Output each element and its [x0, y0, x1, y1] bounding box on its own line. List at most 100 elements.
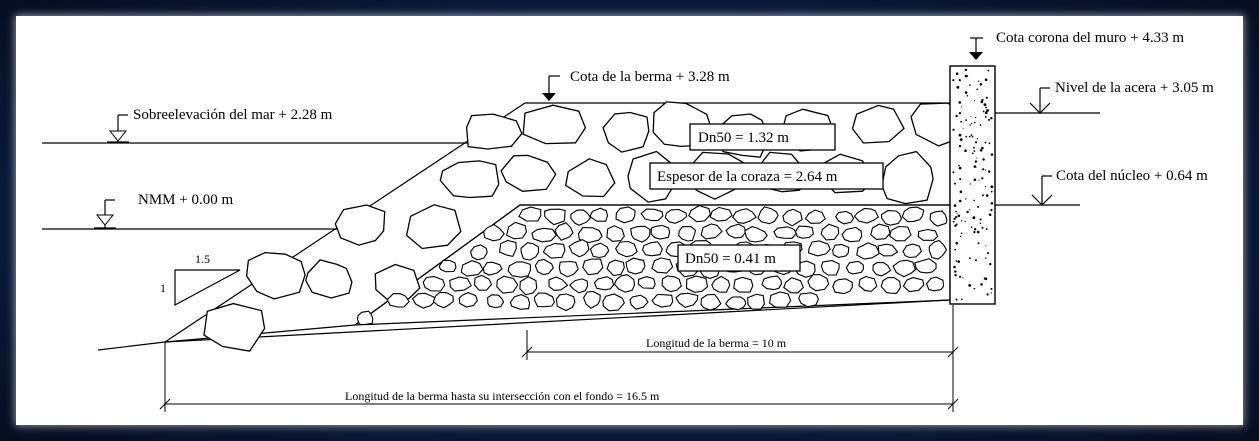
core-rock	[928, 239, 948, 260]
concrete-speck	[985, 96, 988, 99]
core-rock	[782, 208, 803, 227]
core-rock	[733, 276, 754, 293]
concrete-speck	[975, 141, 978, 144]
concrete-speck	[973, 121, 976, 124]
concrete-speck	[954, 274, 957, 277]
concrete-speck	[973, 146, 975, 149]
concrete-speck	[958, 166, 962, 170]
concrete-speck	[952, 171, 955, 174]
concrete-speck	[972, 216, 976, 220]
concrete-speck	[974, 259, 977, 262]
concrete-speck	[985, 245, 987, 247]
concrete-speck	[987, 252, 990, 255]
core-rock	[542, 242, 566, 259]
core-rock	[568, 239, 590, 258]
core-rock	[582, 290, 601, 309]
concrete-speck	[961, 298, 963, 301]
concrete-speck	[959, 178, 962, 181]
concrete-speck	[988, 213, 992, 216]
concrete-speck	[969, 84, 971, 86]
concrete-speck	[959, 190, 963, 193]
sea-surge-level-marker	[107, 114, 129, 143]
slope-horizontal-label: 1.5	[195, 252, 210, 266]
core-rock	[531, 227, 557, 243]
concrete-speck	[990, 292, 992, 294]
core-rock	[901, 206, 925, 223]
concrete-speck	[954, 182, 956, 185]
core-rock	[902, 243, 923, 259]
concrete-speck	[984, 116, 987, 118]
core-rock	[460, 260, 484, 277]
concrete-speck	[981, 226, 984, 229]
core-rock	[509, 294, 531, 310]
core-rock	[568, 278, 589, 294]
concrete-speck	[990, 202, 994, 205]
concrete-speck	[960, 235, 962, 238]
concrete-speck	[979, 83, 983, 86]
concrete-speck	[985, 106, 987, 109]
concrete-speck	[971, 136, 974, 138]
concrete-speck	[966, 95, 969, 97]
core-rock	[808, 240, 831, 257]
core-rock	[845, 260, 865, 275]
core-rock	[589, 242, 610, 259]
concrete-speck	[990, 185, 994, 189]
concrete-speck	[956, 85, 960, 89]
core-rock	[625, 257, 646, 275]
concrete-speck	[957, 214, 961, 218]
concrete-speck	[974, 100, 976, 102]
core-rock	[589, 207, 609, 222]
concrete-speck	[958, 164, 960, 167]
concrete-speck	[965, 119, 968, 121]
core-rock	[651, 293, 674, 308]
concrete-speck	[969, 124, 971, 126]
core-rock	[483, 223, 505, 242]
concrete-speck	[982, 158, 985, 161]
core-rock	[651, 257, 674, 274]
armor-rock	[203, 302, 266, 352]
concrete-speck	[960, 120, 963, 123]
berm-length-label: Longitud de la berma = 10 m	[646, 336, 787, 350]
concrete-speck	[958, 112, 962, 115]
core-rock	[688, 205, 711, 223]
core-rock	[519, 276, 538, 296]
concrete-speck	[966, 210, 969, 214]
core-level-marker	[1031, 175, 1053, 206]
core-rock	[422, 276, 446, 292]
core-rock	[832, 278, 853, 295]
concrete-speck	[975, 157, 977, 159]
concrete-speck	[962, 277, 964, 279]
concrete-speck	[977, 205, 980, 208]
core-rock	[534, 258, 554, 276]
concrete-speck	[976, 88, 978, 91]
concrete-speck	[956, 213, 958, 215]
concrete-speck	[975, 117, 977, 119]
core-rock	[614, 240, 638, 258]
core-rock	[709, 206, 733, 222]
core-rock	[458, 292, 478, 308]
concrete-speck	[955, 260, 958, 262]
concrete-speck	[984, 78, 988, 81]
core-rock	[356, 310, 374, 326]
core-rock	[757, 206, 779, 225]
armor-rock	[465, 113, 523, 150]
core-rock	[520, 242, 540, 261]
core-rock	[858, 276, 878, 292]
core-rock	[925, 276, 945, 292]
core-rock	[820, 260, 840, 276]
concrete-speck	[964, 91, 968, 94]
concrete-speck	[974, 160, 978, 163]
concrete-speck	[990, 153, 994, 156]
core-rock	[761, 275, 783, 291]
crown-level-marker	[969, 37, 983, 60]
core-rock	[835, 210, 855, 225]
concrete-speck	[969, 209, 971, 211]
concrete-speck	[958, 133, 962, 137]
core-rock	[629, 294, 649, 310]
armor-rock	[881, 150, 934, 205]
concrete-speck	[984, 111, 988, 114]
concrete-speck	[955, 114, 958, 118]
concrete-speck	[971, 152, 974, 154]
core-rock	[506, 221, 527, 240]
concrete-speck	[984, 141, 987, 144]
